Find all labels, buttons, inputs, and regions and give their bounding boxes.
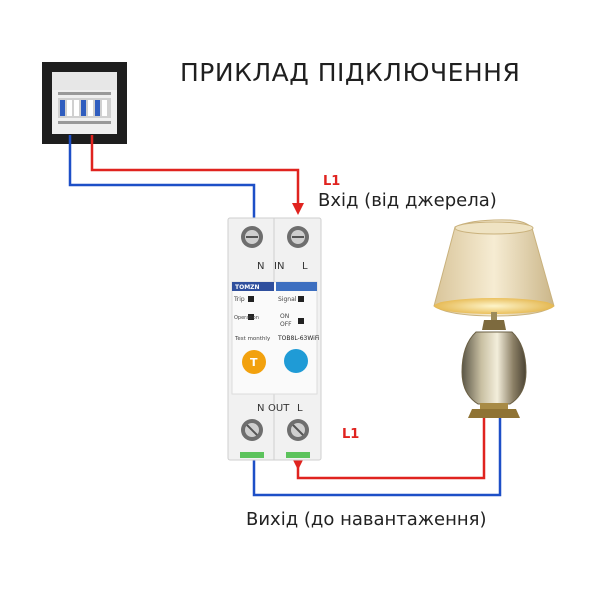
live-wire-in [90,135,300,205]
wifi-breaker-icon [227,217,322,461]
terminal-in-label: IN [274,261,284,272]
lamp-icon [433,219,555,418]
arrow-live-out [292,458,304,470]
test-button-label: T [250,356,258,369]
l1-label-output: L1 [342,427,360,442]
terminal-l-top: L [302,261,308,272]
on-label: ON [280,313,289,320]
page-title: ПРИКЛАД ПІДКЛЮЧЕННЯ [180,58,521,87]
distribution-panel-icon [42,62,127,144]
l1-label-input: L1 [323,174,341,189]
terminal-out-label: OUT [268,403,290,414]
output-label: Вихід (до навантаження) [246,509,487,530]
terminal-n-top: N [257,261,264,272]
input-label: Вхід (від джерела) [318,190,497,211]
operation-label: Operation [234,315,259,321]
brand-logo: TOMZN [235,284,260,291]
neutral-wire-out [252,418,502,497]
neutral-wire-in [68,135,256,232]
signal-label: Signal [278,296,297,303]
off-label: OFF [280,321,292,328]
model-label: TOB8L-63WiFi [277,335,320,342]
terminal-n-bottom: N [257,403,264,414]
arrow-live-in [292,203,304,215]
test-monthly-label: Test monthly [234,336,271,342]
trip-label: Trip [233,296,245,303]
terminal-l-bottom: L [297,403,303,414]
live-wire-out [296,418,486,480]
